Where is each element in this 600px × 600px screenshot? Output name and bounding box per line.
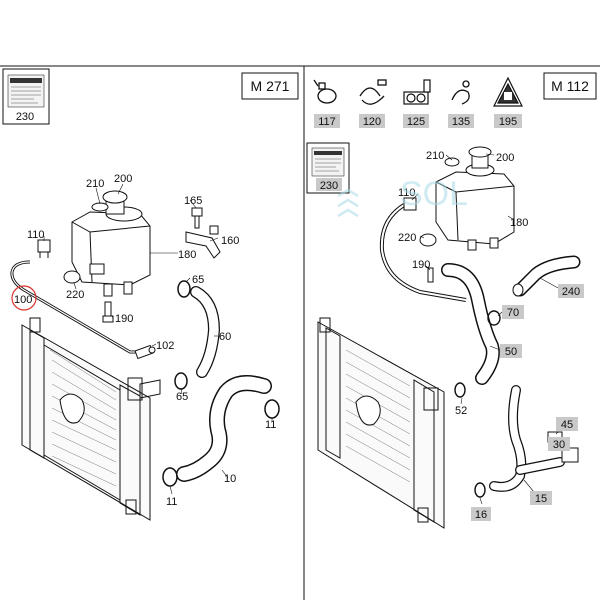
grommet-220-left — [63, 270, 81, 284]
coolant-fitting-160 — [185, 231, 221, 259]
part-number-230: 230 — [16, 111, 34, 123]
leader-lines-left — [43, 183, 273, 495]
part-number-220: 220 — [66, 289, 84, 301]
part-number-180-right: 180 — [510, 217, 528, 229]
tag-16 — [471, 507, 491, 521]
tag-70 — [502, 305, 524, 319]
part-number-220-right: 220 — [398, 232, 416, 244]
retaining-clip-icon — [451, 80, 470, 105]
label-sticker-right: 230 — [306, 142, 350, 194]
radiator-right — [317, 317, 445, 529]
part-number-117: 117 — [318, 116, 336, 128]
seal-16 — [474, 482, 486, 498]
seal-11-lower — [162, 467, 178, 487]
part-number-210: 210 — [86, 178, 104, 190]
sensor-190-right — [427, 267, 434, 283]
bolt-165 — [191, 207, 203, 229]
highlight-circle — [11, 285, 37, 311]
part-number-10: 10 — [224, 473, 236, 485]
left-panel: M 271 230 — [2, 68, 299, 521]
radiator-left — [21, 317, 161, 521]
tag-117 — [314, 114, 340, 128]
tag-135 — [448, 114, 474, 128]
part-number-110: 110 — [27, 229, 45, 241]
tag-50 — [500, 344, 522, 358]
part-number-165: 165 — [184, 195, 202, 207]
part-number-60: 60 — [219, 331, 231, 343]
engine-code-right: M 112 — [551, 78, 589, 94]
seal-65-lower — [174, 372, 188, 390]
part-number-52: 52 — [455, 405, 467, 417]
tag-45 — [556, 417, 578, 431]
icon-row: 117 120 125 13 — [313, 76, 523, 128]
part-number-110-right: 110 — [398, 187, 416, 199]
spring-clip-icon — [359, 79, 387, 105]
engine-code-left: M 271 — [251, 78, 290, 94]
tag-120 — [359, 114, 385, 128]
watermark: SOL — [400, 175, 468, 213]
part-number-100: 100 — [14, 294, 32, 306]
engine-box-right — [543, 72, 597, 100]
sensor-102 — [134, 344, 156, 360]
bracket-clip-icon — [403, 79, 431, 105]
seal-11-upper — [264, 399, 280, 419]
part-number-190: 190 — [115, 313, 133, 325]
part-number-195: 195 — [499, 116, 517, 128]
part-number-190-right: 190 — [412, 259, 430, 271]
sensor-190-left — [102, 301, 114, 323]
part-number-160: 160 — [221, 235, 239, 247]
hose-clamp-icon — [313, 79, 337, 104]
expansion-tank-right — [435, 146, 515, 251]
part-number-50: 50 — [505, 346, 517, 358]
leader-lines-right — [411, 153, 565, 505]
hot-coolant-warning-icon — [493, 76, 523, 107]
part-number-45: 45 — [561, 419, 573, 431]
part-number-16: 16 — [475, 509, 487, 521]
part-number-135: 135 — [452, 116, 470, 128]
part-number-11-lower: 11 — [166, 496, 177, 508]
part-number-11-upper: 11 — [265, 419, 276, 431]
tag-125 — [403, 114, 429, 128]
part-number-200-right: 200 — [496, 152, 514, 164]
seal-52 — [454, 382, 466, 398]
part-number-180: 180 — [178, 249, 196, 261]
part-number-240: 240 — [562, 286, 580, 298]
tag-15 — [530, 491, 552, 505]
seal-65-upper — [177, 280, 191, 298]
part-number-210-right: 210 — [426, 150, 444, 162]
engine-box-left — [241, 72, 299, 100]
tag-195 — [494, 114, 522, 128]
right-panel: M 112 117 120 — [306, 72, 597, 529]
seal-70 — [487, 310, 501, 326]
clip-110-right — [403, 197, 417, 211]
part-number-65-lower: 65 — [176, 391, 188, 403]
part-labels-right: 210 200 110 180 220 190 240 70 50 52 45 … — [398, 150, 584, 521]
grommet-220-right — [419, 233, 437, 247]
part-number-30: 30 — [553, 439, 565, 451]
tag-240 — [558, 284, 584, 298]
part-number-230-right: 230 — [320, 180, 338, 192]
part-number-200: 200 — [114, 173, 132, 185]
clip-110-left — [37, 239, 51, 258]
part-labels-left: 210 200 165 110 160 180 220 65 100 190 1… — [14, 173, 276, 508]
part-number-120: 120 — [363, 116, 381, 128]
expansion-tank-left — [71, 190, 151, 297]
label-sticker-left: 230 — [2, 68, 50, 125]
part-number-65-upper: 65 — [192, 274, 204, 286]
part-number-102: 102 — [156, 340, 174, 352]
part-number-70: 70 — [507, 307, 519, 319]
part-number-15: 15 — [535, 493, 547, 505]
tag-30 — [548, 437, 570, 451]
part-number-125: 125 — [407, 116, 425, 128]
